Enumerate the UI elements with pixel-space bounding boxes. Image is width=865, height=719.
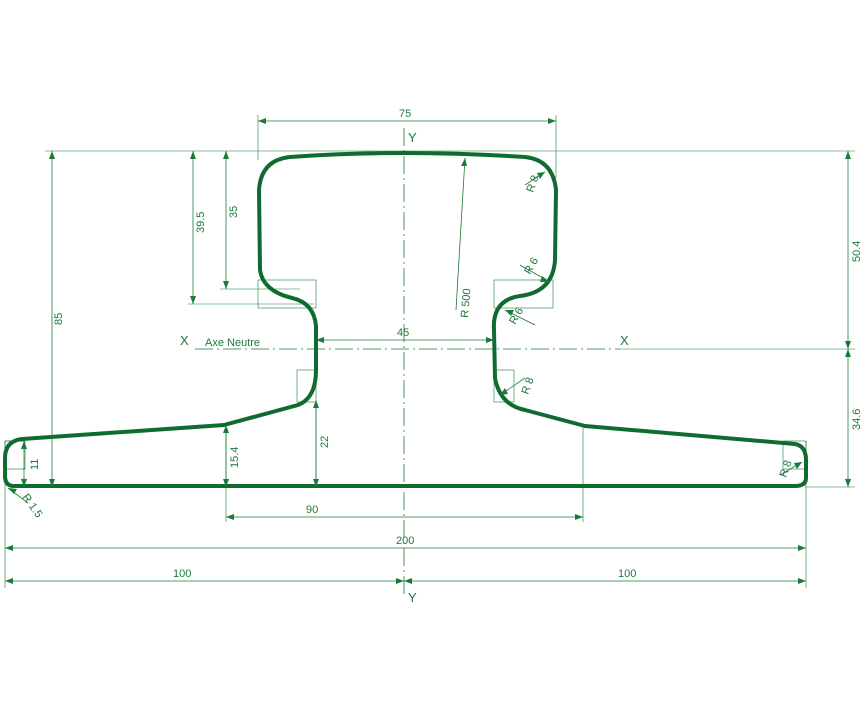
radius-crown: R 500 — [459, 288, 474, 318]
dim-head-width: 75 — [399, 108, 411, 120]
y-axis-label-bottom: Y — [408, 590, 417, 605]
dim-upper-to-neutral: 50.4 — [851, 241, 863, 262]
dim-head-depth-inner: 35 — [228, 206, 240, 218]
dim-head-depth: 39.5 — [195, 212, 207, 233]
dim-web-width: 45 — [397, 327, 409, 339]
radius-web-upper: R 6 — [507, 306, 526, 327]
dim-lower-to-neutral: 34.6 — [851, 409, 863, 430]
rail-profile-outline — [3, 151, 808, 488]
dimension-lines — [5, 118, 851, 584]
y-axis-label-top: Y — [408, 130, 417, 145]
dim-foot-slope: 15.4 — [229, 447, 241, 468]
dim-total-height: 85 — [53, 313, 65, 325]
dim-base-width: 200 — [396, 535, 414, 547]
dim-foot-edge: 11 — [29, 459, 41, 470]
radius-head-lower: R 6 — [522, 256, 541, 277]
dim-half-right: 100 — [618, 568, 636, 580]
radius-foot-tip-left: R 1.5 — [20, 492, 45, 520]
neutral-axis-label: Axe Neutre — [205, 337, 260, 349]
dim-flange-span: 90 — [306, 504, 318, 516]
radius-foot-tip-right: R 8 — [778, 459, 795, 479]
radius-web-lower: R 8 — [520, 376, 537, 396]
x-axis-label-left: X — [180, 333, 189, 348]
dim-web-bottom: 22 — [319, 436, 331, 448]
dim-half-left: 100 — [173, 568, 191, 580]
radius-leaders — [7, 157, 803, 504]
x-axis-label-right: X — [620, 333, 629, 348]
radius-head-corner: R 8 — [525, 174, 542, 194]
